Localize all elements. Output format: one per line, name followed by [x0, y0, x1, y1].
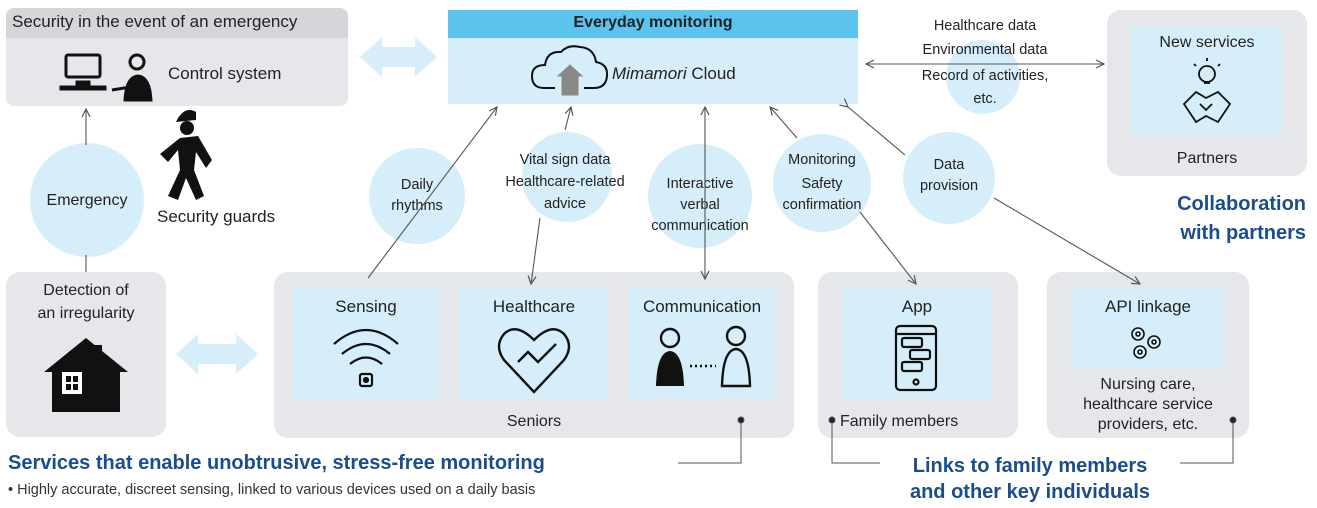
data-line1: Healthcare data [933, 18, 1037, 34]
connector-vital-cloud [564, 107, 571, 131]
security-guard-icon [160, 110, 212, 200]
healthcare-label: Healthcare [492, 297, 576, 316]
detection-label-1: Detection of [43, 282, 129, 299]
api-label: API linkage [1105, 297, 1191, 316]
data-line2: Environmental data [922, 42, 1048, 58]
bubble-verbal [648, 144, 752, 248]
api-provider-line2: healthcare service [1083, 396, 1213, 413]
sensing-label: Sensing [335, 297, 397, 316]
vital-line3: advice [544, 196, 586, 212]
monitor-line1: Monitoring [788, 152, 856, 168]
cloud-name-rest: Cloud [686, 64, 736, 83]
cloud-name: Mimamori Cloud [612, 64, 736, 84]
bullet-text: • Highly accurate, discreet sensing, lin… [8, 482, 536, 498]
bubble-vital [522, 132, 612, 222]
cloud-header [448, 10, 858, 38]
partners-label: Partners [1176, 150, 1238, 167]
verbal-line1: Interactive [666, 176, 734, 192]
bubble-data-provision [903, 132, 995, 224]
double-arrow-detection-seniors [176, 334, 258, 374]
guards-label: Security guards [157, 207, 276, 226]
api-card [1071, 287, 1225, 369]
dataprov-line2: provision [919, 178, 979, 194]
verbal-line3: communication [651, 218, 749, 234]
family-label: Family members [840, 413, 959, 430]
collab-title-2: with partners [1180, 222, 1306, 244]
verbal-line2: verbal [680, 197, 720, 213]
emergency-bubble-label: Emergency [46, 191, 128, 209]
emergency-title: Security in the event of an emergency [12, 12, 298, 31]
dataprov-line1: Data [933, 157, 965, 173]
data-line3: Record of activities, [921, 68, 1049, 84]
api-provider-line3: providers, etc. [1097, 416, 1199, 433]
api-provider-line1: Nursing care, [1100, 376, 1196, 393]
daily-line2: rhythms [391, 198, 443, 214]
cloud-name-italic: Mimamori [612, 64, 687, 83]
collab-title-1: Collaboration [1177, 193, 1306, 215]
app-label: App [901, 297, 933, 316]
monitor-line2: Safety [801, 176, 843, 192]
monitor-line3: confirmation [782, 197, 862, 213]
communication-card [628, 287, 776, 399]
emergency-title-bar [6, 8, 348, 38]
seniors-label: Seniors [506, 413, 562, 430]
services-title: Services that enable unobtrusive, stress… [8, 452, 545, 474]
vital-line1: Vital sign data [519, 152, 611, 168]
bubble-emergency: Emergency [30, 143, 144, 257]
data-line4: etc. [973, 91, 997, 107]
cloud-header-label: Everyday monitoring [573, 14, 733, 31]
new-services-label: New services [1159, 34, 1255, 51]
connector-monitor-cloud [770, 107, 798, 139]
vital-line2: Healthcare-related [505, 174, 625, 190]
links-title-2: and other key individuals [909, 481, 1151, 503]
daily-line1: Daily [400, 177, 434, 193]
detection-label-2: an irregularity [37, 305, 135, 322]
data-bubble [946, 40, 1020, 114]
double-arrow-emergency-cloud [360, 37, 437, 77]
links-title-1: Links to family members [912, 455, 1148, 477]
control-system-label: Control system [168, 64, 282, 83]
bubble-daily-rhythms: Daily rhythms [369, 148, 465, 244]
communication-label: Communication [642, 297, 762, 316]
